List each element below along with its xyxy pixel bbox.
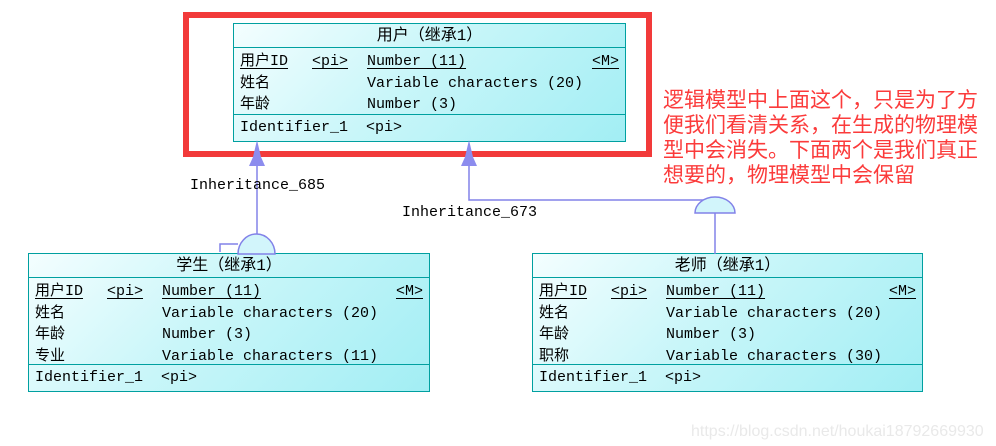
arrowhead-icon: [461, 140, 477, 166]
attribute-type: Number (3): [162, 326, 253, 344]
entity-student[interactable]: 学生（继承1） 用户ID <pi> Number (11) <M> 姓名 Var…: [28, 253, 430, 392]
attribute-type: Number (3): [666, 326, 757, 344]
attribute-mandatory-tag: <M>: [888, 283, 916, 300]
attribute-mandatory-tag: <M>: [591, 53, 619, 70]
entity-title: 用户（继承1）: [234, 24, 625, 48]
inheritance-685-symbol-icon: [237, 233, 276, 255]
attribute-type: Variable characters (30): [666, 347, 883, 365]
attribute-name: 姓名: [539, 304, 570, 322]
attribute-type: Variable characters (20): [162, 304, 379, 322]
annotation-line: 逻辑模型中上面这个，只是为了方: [663, 88, 978, 112]
attribute-row: 用户ID <pi> Number (11) <M>: [35, 281, 423, 303]
annotation-line: 型中会消失。下面两个是我们真正: [663, 138, 978, 162]
attribute-row: 年龄 Number (3): [35, 324, 423, 346]
attribute-name: 姓名: [35, 304, 66, 322]
attribute-row: 姓名 Variable characters (20): [35, 303, 423, 325]
attribute-type: Number (11): [367, 53, 467, 70]
attribute-name: 用户ID: [539, 283, 588, 300]
attribute-name: 用户ID: [240, 53, 289, 70]
entity-title: 学生（继承1）: [29, 254, 429, 278]
attribute-list: 用户ID <pi> Number (11) <M> 姓名 Variable ch…: [29, 278, 429, 367]
attribute-name: 年龄: [539, 326, 570, 344]
entity-identifier: Identifier_1 <pi>: [234, 114, 625, 141]
attribute-type: Variable characters (20): [367, 74, 584, 92]
inheritance-673-label[interactable]: Inheritance_673: [402, 204, 538, 221]
attribute-type: Variable characters (20): [666, 304, 883, 322]
annotation-text: 逻辑模型中上面这个，只是为了方 便我们看清关系，在生成的物理模 型中会消失。下面…: [663, 88, 996, 188]
attribute-name: 年龄: [240, 96, 271, 114]
highlight-rectangle: [183, 12, 652, 157]
entity-title: 老师（继承1）: [533, 254, 922, 278]
inheritance-685-label[interactable]: Inheritance_685: [190, 177, 326, 194]
attribute-type: Number (11): [162, 283, 262, 300]
entity-user[interactable]: 用户（继承1） 用户ID <pi> Number (11) <M> 姓名 Var…: [233, 23, 626, 142]
attribute-list: 用户ID <pi> Number (11) <M> 姓名 Variable ch…: [533, 278, 922, 367]
watermark: https://blog.csdn.net/houkai18792669930: [691, 423, 984, 440]
attribute-type: Number (3): [367, 96, 458, 114]
attribute-type: Number (11): [666, 283, 766, 300]
inheritance-673-symbol-icon: [694, 196, 736, 214]
attribute-row: 姓名 Variable characters (20): [539, 303, 916, 325]
inheritance-685-connector[interactable]: [219, 140, 276, 255]
attribute-name: 年龄: [35, 326, 66, 344]
inheritance-673-connector[interactable]: [461, 140, 736, 254]
attribute-pi-tag: <pi>: [611, 283, 648, 300]
attribute-row: 用户ID <pi> Number (11) <M>: [240, 51, 619, 73]
annotation-line: 想要的，物理模型中会保留: [663, 163, 915, 187]
entity-identifier: Identifier_1 <pi>: [533, 364, 922, 391]
attribute-row: 用户ID <pi> Number (11) <M>: [539, 281, 916, 303]
entity-teacher[interactable]: 老师（继承1） 用户ID <pi> Number (11) <M> 姓名 Var…: [532, 253, 923, 392]
arrowhead-icon: [249, 140, 265, 166]
attribute-row: 年龄 Number (3): [539, 324, 916, 346]
attribute-row: 年龄 Number (3): [240, 94, 619, 116]
attribute-name: 职称: [539, 347, 570, 365]
attribute-mandatory-tag: <M>: [395, 283, 423, 300]
attribute-name: 姓名: [240, 74, 271, 92]
attribute-type: Variable characters (11): [162, 347, 379, 365]
attribute-pi-tag: <pi>: [312, 53, 349, 70]
attribute-name: 专业: [35, 347, 66, 365]
attribute-row: 姓名 Variable characters (20): [240, 73, 619, 95]
attribute-row: 专业 Variable characters (11): [35, 346, 423, 368]
attribute-pi-tag: <pi>: [107, 283, 144, 300]
attribute-row: 职称 Variable characters (30): [539, 346, 916, 368]
annotation-line: 便我们看清关系，在生成的物理模: [663, 113, 978, 137]
entity-identifier: Identifier_1 <pi>: [29, 364, 429, 391]
attribute-name: 用户ID: [35, 283, 84, 300]
attribute-list: 用户ID <pi> Number (11) <M> 姓名 Variable ch…: [234, 48, 625, 116]
